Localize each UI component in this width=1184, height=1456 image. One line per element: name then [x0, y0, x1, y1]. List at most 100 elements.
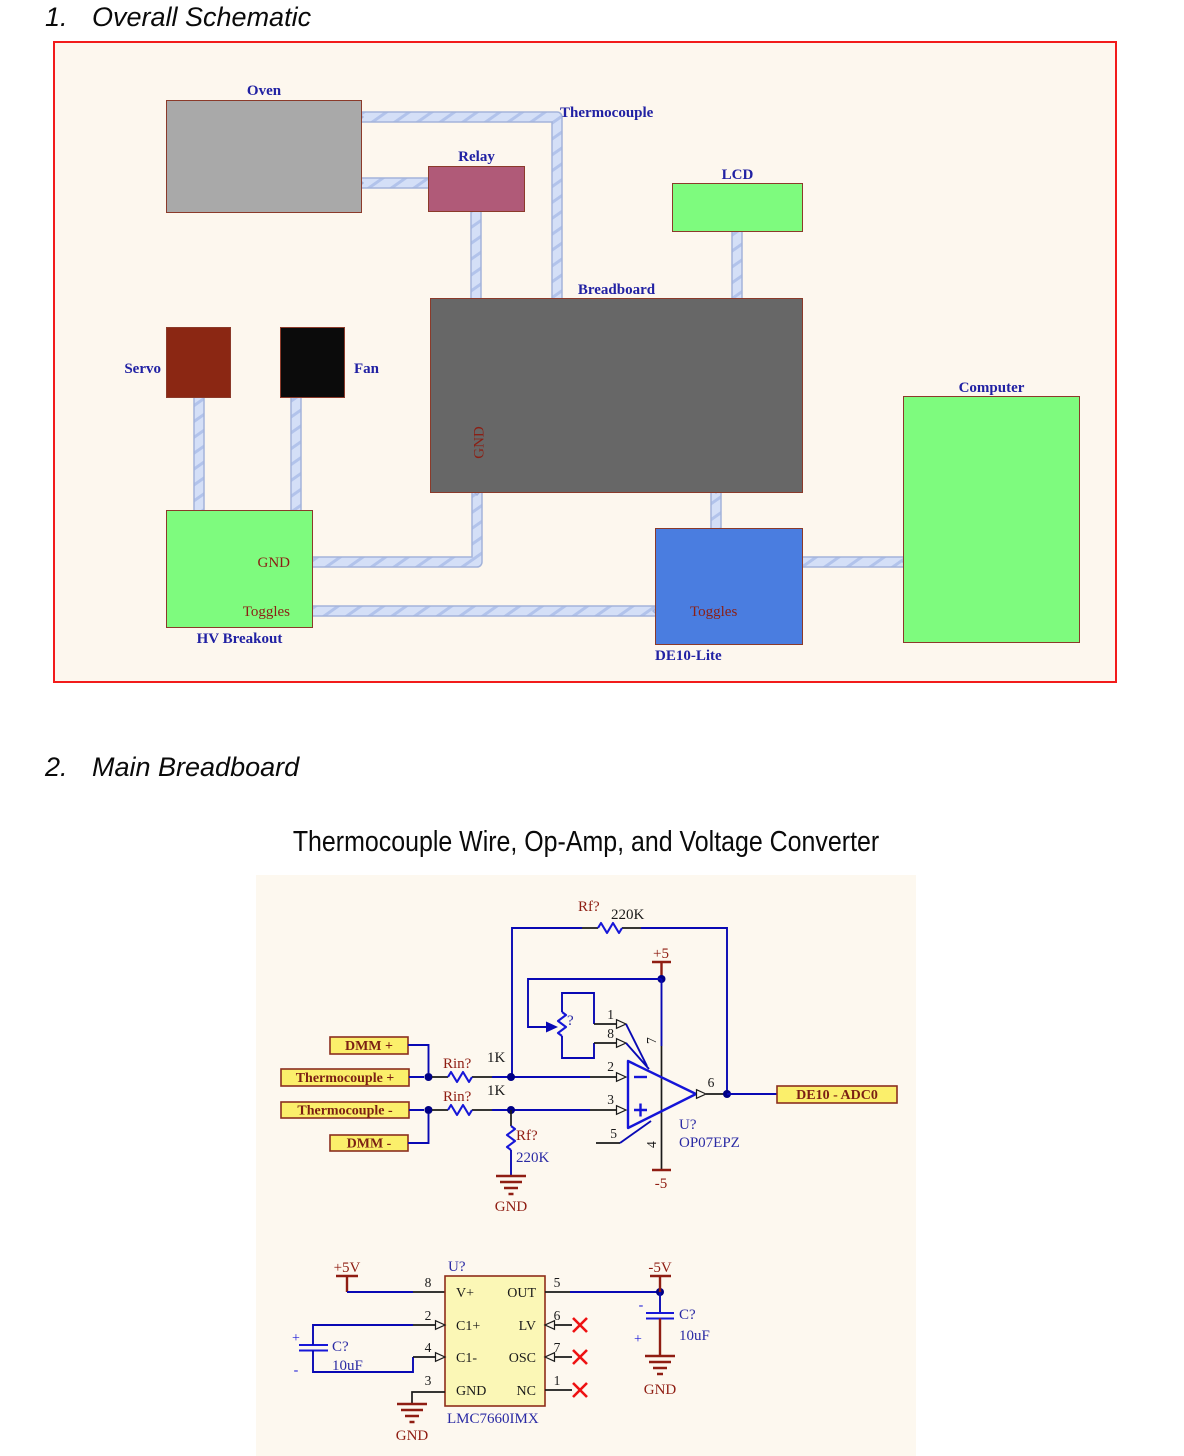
- servo-block: [166, 327, 231, 398]
- overall-schematic-panel: Oven Relay Thermocouple LCD Breadboard S…: [53, 41, 1117, 683]
- chip-pin-vplus: V+: [456, 1286, 474, 1301]
- minus5-label: -5: [655, 1176, 668, 1192]
- conv-gnd-right-label: GND: [644, 1382, 677, 1398]
- hv-breakout-label: HV Breakout: [196, 631, 283, 647]
- conv-ref: U?: [448, 1259, 466, 1275]
- breadboard-schematic-panel: Rf? 220K +5 ? 1 8 7: [256, 875, 916, 1456]
- rin2-resistor: [447, 1103, 473, 1117]
- pin7-number: 7: [644, 1037, 659, 1044]
- pin3-conv-wire: [411, 1391, 445, 1404]
- thermocouple-minus-terminal: Thermocouple -: [297, 1104, 393, 1119]
- input-wires-top: [408, 1044, 430, 1078]
- conv-part: LMC7660IMX: [447, 1411, 539, 1427]
- cap2-ref: C?: [679, 1307, 696, 1323]
- servo-label: Servo: [124, 361, 161, 377]
- no-connect-x-pin7: [572, 1349, 588, 1365]
- lcd-label: LCD: [721, 167, 754, 183]
- feedback-wire-right: [641, 927, 728, 1094]
- oven-block: [166, 100, 362, 213]
- rf-top-ref: Rf?: [578, 899, 600, 915]
- circuit-layer: Rf? 220K +5 ? 1 8 7: [280, 899, 898, 1444]
- rin1-ref: Rin?: [443, 1056, 472, 1072]
- rin2-ref: Rin?: [443, 1089, 472, 1105]
- input-terminals: DMM + Thermocouple + Thermocouple - DMM …: [280, 1036, 410, 1152]
- hv-toggles-port-label: Toggles: [242, 604, 290, 620]
- conv-pin1-number: 1: [554, 1373, 561, 1388]
- relay-block: [428, 166, 525, 212]
- pin8-number: 8: [607, 1026, 614, 1041]
- opamp-ref: U?: [679, 1117, 697, 1133]
- cap1-top-wire: [312, 1324, 413, 1345]
- lmc7660-chip: [444, 1275, 546, 1407]
- opamp-part: OP07EPZ: [679, 1135, 740, 1151]
- section1-title: Overall Schematic: [92, 2, 312, 32]
- breadboard-label: Breadboard: [577, 282, 656, 298]
- opamp-stage: Rf? 220K +5 ? 1 8 7: [280, 899, 898, 1215]
- dmm-plus-terminal: DMM +: [345, 1039, 393, 1054]
- pin6-number: 6: [708, 1075, 715, 1090]
- plus5v-label: +5V: [334, 1260, 361, 1276]
- pin5-number: 5: [610, 1126, 617, 1141]
- conv-pin2-number: 2: [425, 1308, 432, 1323]
- cap2-minus: -: [639, 1298, 644, 1313]
- thermocouple-plus-terminal: Thermocouple +: [296, 1071, 395, 1086]
- pin18-diagonals: [625, 1023, 650, 1070]
- section2-number: 2.: [45, 752, 68, 782]
- de10-lite-block: [655, 528, 803, 645]
- section1-number: 1.: [45, 2, 68, 32]
- dmm-minus-terminal: DMM -: [347, 1137, 392, 1152]
- conv-pin7-number: 7: [554, 1340, 561, 1355]
- opamp-plus-sign: [634, 1103, 647, 1117]
- voltage-converter-stage: +5V 8 U? V+ C1+ C1- GND OUT LV OSC NC LM…: [292, 1259, 710, 1444]
- pot-wiper-wire: [527, 978, 662, 1028]
- pot-wiper-arrow: [546, 1021, 558, 1033]
- computer-label: Computer: [958, 380, 1025, 396]
- section1-heading: 1. Overall Schematic: [45, 2, 311, 33]
- cap2-value: 10uF: [679, 1328, 710, 1344]
- pin5-diagonal: [619, 1120, 652, 1144]
- hv-breakout-block: [166, 510, 313, 628]
- gnd-label: GND: [495, 1199, 528, 1215]
- chip-pin-out: OUT: [507, 1286, 536, 1301]
- no-connect-x-pin1: [572, 1382, 588, 1398]
- gnd-symbol-left: [397, 1402, 427, 1424]
- computer-block: [903, 396, 1080, 643]
- gnd-symbol: [496, 1174, 526, 1196]
- plus5-label: +5: [653, 946, 669, 962]
- pot-loop-wires: [561, 992, 595, 1059]
- conv-gnd-left-label: GND: [396, 1428, 429, 1444]
- conv-pin6-number: 6: [554, 1308, 561, 1323]
- fan-block: [280, 327, 345, 398]
- cap1-minus: -: [294, 1363, 299, 1378]
- pin3-number: 3: [607, 1092, 614, 1107]
- rf-top-resistor: [597, 921, 623, 935]
- cap1-bottom-wire: [312, 1350, 414, 1373]
- rin1-resistor: [447, 1070, 473, 1084]
- de10-lite-label: DE10-Lite: [655, 648, 722, 664]
- cap1-plus: +: [292, 1331, 300, 1346]
- rin2-value: 1K: [487, 1083, 506, 1099]
- fan-label: Fan: [354, 361, 380, 377]
- chip-pin-osc: OSC: [509, 1351, 536, 1366]
- rf2-ref: Rf?: [516, 1128, 538, 1144]
- oven-label: Oven: [246, 83, 282, 99]
- section2-heading: 2.Main Breadboard: [45, 752, 299, 783]
- opamp-triangle: [626, 1059, 698, 1130]
- chip-pin-gnd: GND: [456, 1384, 486, 1399]
- relay-label: Relay: [458, 149, 495, 165]
- thermocouple-label: Thermocouple: [560, 105, 654, 121]
- pin4-number: 4: [644, 1141, 659, 1148]
- de10-adc0-terminal: DE10 - ADC0: [796, 1088, 878, 1103]
- conv-pin4-number: 4: [425, 1340, 432, 1355]
- pin2-number: 2: [607, 1059, 614, 1074]
- feedback-wire-left: [511, 927, 582, 1077]
- cap2-plates: [646, 1311, 674, 1320]
- cap2-plus: +: [634, 1332, 642, 1347]
- pot-ref: ?: [567, 1013, 574, 1029]
- pot-resistor: [556, 1011, 568, 1037]
- breadboard-block: [430, 298, 803, 493]
- chip-pin-lv: LV: [519, 1319, 536, 1334]
- rf-top-value: 220K: [611, 907, 645, 923]
- gnd-symbol-right: [645, 1354, 675, 1376]
